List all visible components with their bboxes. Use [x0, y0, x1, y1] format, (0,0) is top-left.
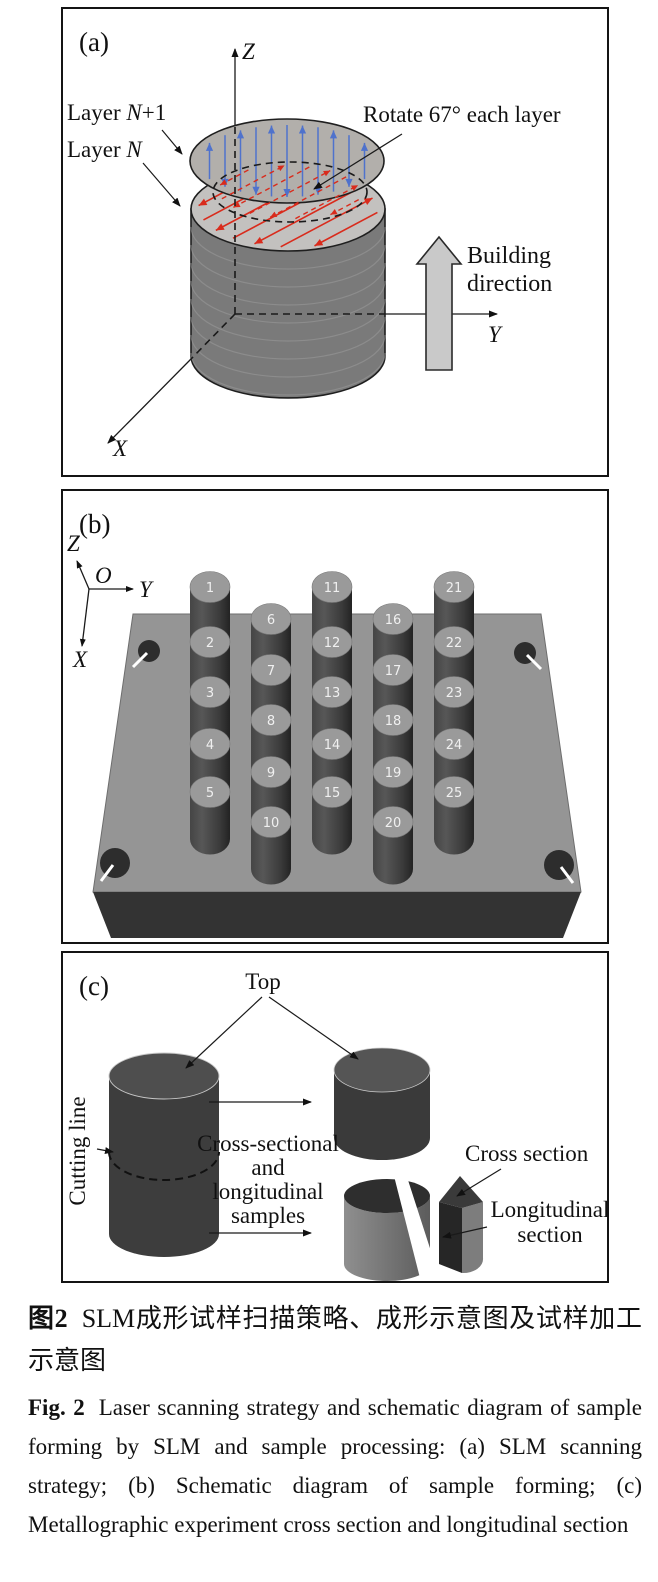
process-label-1: Cross-sectional	[197, 1131, 339, 1156]
sample-number: 6	[267, 613, 275, 628]
panel-a-tag: (a)	[79, 27, 109, 57]
building-direction-label-1: Building	[467, 243, 551, 269]
sample-number: 19	[385, 766, 402, 781]
sample-number: 18	[385, 714, 402, 729]
sample-number: 16	[385, 613, 402, 628]
caption-en-text: Laser scanning strategy and schematic di…	[28, 1395, 642, 1537]
sample-number: 8	[267, 714, 275, 729]
cross-section-leader	[456, 1168, 502, 1197]
rotate-leader	[313, 133, 403, 190]
building-direction-arrow	[415, 235, 463, 371]
panel-a: (a) Z Y X Layer N+1 Layer N Rotate 67° e…	[61, 7, 609, 477]
scan-vectors-hidden	[219, 164, 361, 220]
process-label-2: and	[251, 1155, 285, 1180]
sample-number: 25	[446, 786, 463, 801]
cut-wedge-side	[462, 1202, 484, 1274]
sample-number: 5	[206, 786, 214, 801]
process-label-4: samples	[231, 1203, 305, 1228]
layer-n1-label: Layer N+1	[67, 100, 166, 125]
top-leader-left	[185, 996, 263, 1069]
sample-cylinder-20: 20	[372, 806, 414, 885]
cross-section-face	[439, 1176, 483, 1208]
x-axis-label: X	[72, 647, 88, 672]
x-axis	[107, 359, 191, 444]
layer-n-label: Layer N	[67, 137, 143, 162]
x-axis-dashed	[189, 313, 236, 361]
sample-number: 15	[324, 786, 341, 801]
caption-zh-text: SLM成形试样扫描策略、成形示意图及试样加工示意图	[28, 1304, 642, 1375]
top-label: Top	[245, 969, 280, 994]
z-axis-label: Z	[67, 531, 80, 556]
sample-number: 10	[263, 816, 280, 831]
origin-label: O	[95, 563, 112, 588]
cylinder-body	[190, 208, 386, 399]
x-axis-label: X	[112, 436, 128, 461]
sample-number: 2	[206, 636, 214, 651]
process-label-3: longitudinal	[212, 1179, 323, 1204]
sample-number: 17	[385, 664, 402, 679]
sample-number: 1	[206, 581, 214, 596]
caption-en-number: Fig. 2	[28, 1395, 85, 1420]
building-direction-label-2: direction	[467, 271, 552, 297]
top-sample-body	[334, 1070, 430, 1160]
projected-layer-outline	[212, 161, 368, 223]
sample-number: 3	[206, 686, 214, 701]
sample-number: 24	[446, 738, 463, 753]
panel-c-figure: (c) Top Cross-sectional and longitudinal…	[65, 969, 607, 1281]
y-axis-label: Y	[139, 577, 154, 602]
sample-number: 12	[324, 636, 341, 651]
as-built-cylinder-top	[108, 1052, 220, 1100]
longitudinal-leader	[442, 1226, 488, 1239]
build-plate-front	[93, 892, 581, 938]
y-axis-label: Y	[488, 322, 503, 347]
sample-number: 7	[267, 664, 275, 679]
cutting-line-dashes	[108, 1151, 220, 1181]
cutting-line-label: Cutting line	[65, 1096, 90, 1205]
sample-number: 4	[206, 738, 214, 753]
longitudinal-label-1: Longitudinal	[491, 1197, 607, 1222]
longitudinal-label-2: section	[517, 1222, 583, 1247]
sample-cylinder-5: 5	[189, 776, 231, 855]
sample-number: 22	[446, 636, 463, 651]
plate-notches	[99, 640, 575, 884]
sample-cylinder-10: 10	[250, 806, 292, 885]
panel-c-tag: (c)	[79, 971, 109, 1001]
sample-cylinders: 1234567891011121314151617181920212223242…	[189, 571, 475, 885]
scan-vectors-layer-n1	[205, 125, 369, 197]
sample-number: 13	[324, 686, 341, 701]
sample-number: 23	[446, 686, 463, 701]
x-axis	[79, 588, 90, 647]
sample-cylinder-15: 15	[311, 776, 353, 855]
sample-number: 21	[446, 581, 463, 596]
top-leader-right	[268, 996, 359, 1060]
z-axis	[76, 560, 90, 590]
layer-lines	[190, 226, 386, 396]
sample-number: 11	[324, 581, 341, 596]
rotate-label: Rotate 67° each layer	[363, 102, 561, 127]
z-axis-label: Z	[242, 39, 255, 64]
sample-number: 14	[324, 738, 341, 753]
cross-section-label: Cross section	[465, 1141, 589, 1166]
sample-number: 20	[385, 816, 402, 831]
panel-a-figure: (a) Z Y X Layer N+1 Layer N Rotate 67° e…	[67, 27, 561, 461]
layer-n1-leader	[161, 129, 183, 155]
cutting-line-leader	[96, 1147, 114, 1154]
sample-cylinder-25: 25	[433, 776, 475, 855]
sample-number: 9	[267, 766, 275, 781]
cut-sample-main-top	[344, 1179, 430, 1213]
panel-b-figure: 1234567891011121314151617181920212223242…	[67, 509, 582, 938]
top-sample-top	[333, 1047, 431, 1093]
panel-c: (c) Top Cross-sectional and longitudinal…	[61, 951, 609, 1283]
cut-gap	[394, 1176, 437, 1278]
longitudinal-section-face	[439, 1202, 462, 1273]
panel-b-tag: (b)	[79, 509, 110, 539]
as-built-cylinder-body	[109, 1076, 219, 1257]
layer-n-leader	[142, 162, 181, 207]
caption-zh-number: 图2	[28, 1304, 68, 1333]
